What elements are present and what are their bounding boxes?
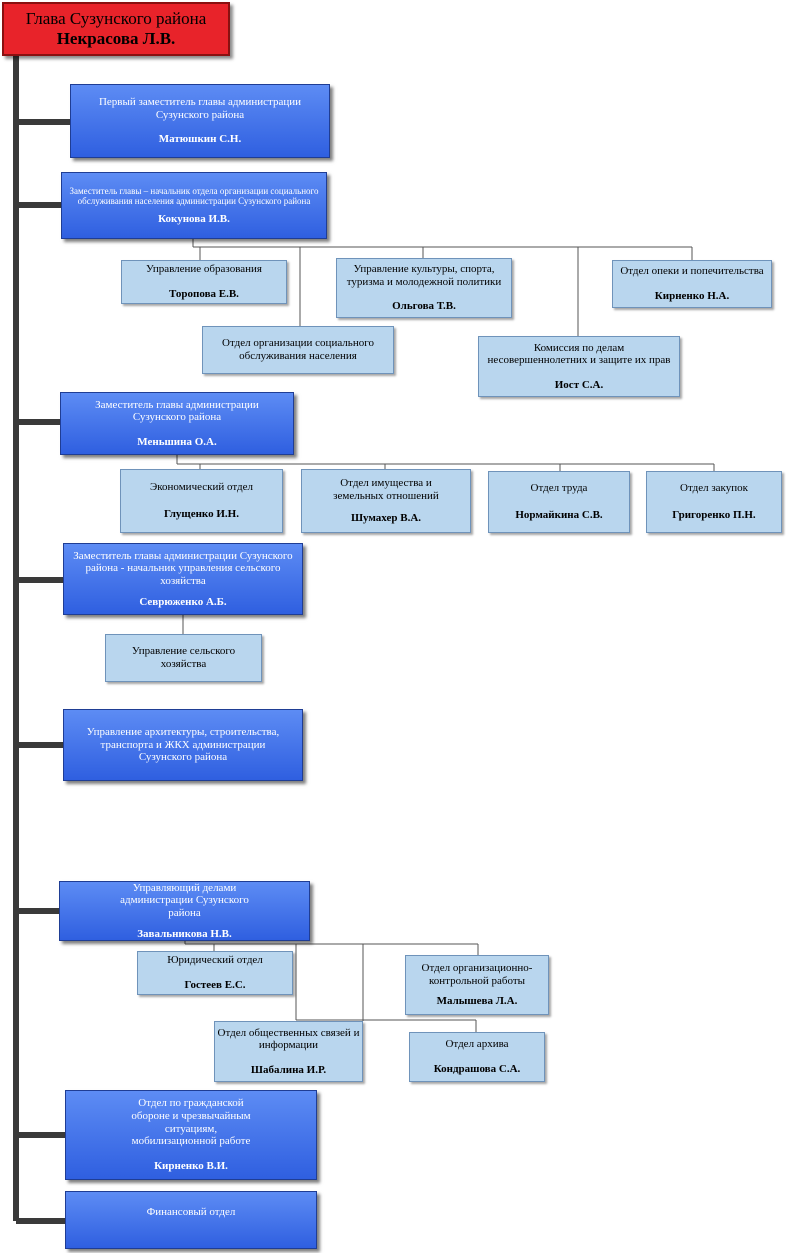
minors-commission-box: Комиссия по делам несовершеннолетних и з… [478, 336, 680, 397]
deputy2-title: Заместитель главы администрации Сузунско… [95, 398, 259, 424]
finance-box: Финансовый отдел [65, 1191, 317, 1249]
property-name: Шумахер В.А. [350, 512, 422, 525]
first-deputy-title: Первый заместитель главы администрации С… [98, 96, 302, 121]
pr-box: Отдел общественных связей и информации Ш… [214, 1021, 363, 1082]
property-title: Отдел имущества и земельных отношений [333, 477, 439, 502]
economic-name: Глущенко И.Н. [164, 508, 239, 520]
culture-name: Ольгова Т.В. [392, 300, 456, 313]
labor-title: Отдел труда [530, 482, 588, 495]
social-deputy-box: Заместитель главы – начальник отдела орг… [61, 172, 327, 239]
social-deputy-name: Кокунова И.В. [158, 212, 230, 225]
economic-box: Экономический отдел Глущенко И.Н. [120, 469, 283, 533]
legal-name: Гостеев Е.С. [184, 979, 246, 991]
civil-defense-name: Кирненко В.И. [154, 1159, 228, 1172]
labor-name: Нормайкина С.В. [515, 509, 603, 521]
procurement-title: Отдел закупок [680, 482, 748, 495]
minors-name: Иост С.А. [554, 378, 604, 391]
social-dept-title: Отдел организации социального обслуживан… [222, 337, 374, 362]
procurement-name: Григоренко П.Н. [672, 509, 756, 521]
education-title: Управление образования [146, 263, 262, 276]
social-dept-box: Отдел организации социального обслуживан… [202, 326, 394, 374]
agri-deputy-name: Севрюженко А.Б. [139, 595, 227, 608]
first-deputy-name: Матюшкин С.Н. [158, 133, 242, 146]
archive-name: Кондрашова С.А. [433, 1063, 521, 1075]
civil-defense-title: Отдел по гражданской обороне и чрезвычай… [131, 1097, 251, 1148]
head-name: Некрасова Л.В. [56, 29, 176, 48]
minors-title: Комиссия по делам несовершеннолетних и з… [487, 341, 671, 367]
pr-title: Отдел общественных связей и информации [217, 1026, 360, 1052]
architecture-box: Управление архитектуры, строительства, т… [63, 709, 303, 781]
property-box: Отдел имущества и земельных отношений Шу… [301, 469, 471, 533]
agri-deputy-title: Заместитель главы администрации Сузунско… [73, 549, 293, 587]
archive-box: Отдел архива Кондрашова С.А. [409, 1032, 545, 1082]
agri-dept-box: Управление сельского хозяйства [105, 634, 262, 682]
culture-box: Управление культуры, спорта, туризма и м… [336, 258, 512, 318]
legal-title: Юридический отдел [167, 954, 263, 967]
affairs-title: Управляющий делами администрации Сузунск… [120, 881, 249, 919]
affairs-box: Управляющий делами администрации Сузунск… [59, 881, 310, 941]
head-of-district-box: Глава Сузунского района Некрасова Л.В. [2, 2, 230, 56]
education-name: Торопова Е.В. [169, 288, 239, 300]
control-title: Отдел организационно-контрольной работы [421, 962, 533, 987]
deputy2-box: Заместитель главы администрации Сузунско… [60, 392, 294, 455]
head-title: Глава Сузунского района [25, 9, 207, 29]
legal-box: Юридический отдел Гостеев Е.С. [137, 951, 293, 995]
deputy2-name: Меньшина О.А. [137, 435, 217, 448]
economic-title: Экономический отдел [150, 481, 253, 494]
social-deputy-title: Заместитель главы – начальник отдела орг… [69, 185, 319, 207]
civil-defense-box: Отдел по гражданской обороне и чрезвычай… [65, 1090, 317, 1180]
first-deputy-box: Первый заместитель главы администрации С… [70, 84, 330, 158]
control-box: Отдел организационно-контрольной работы … [405, 955, 549, 1015]
guardianship-name: Кирненко Н.А. [654, 290, 730, 302]
procurement-box: Отдел закупок Григоренко П.Н. [646, 471, 782, 533]
affairs-name: Завальникова Н.В. [137, 927, 232, 940]
architecture-title: Управление архитектуры, строительства, т… [86, 726, 280, 764]
guardianship-title: Отдел опеки и попечительства [620, 265, 764, 278]
control-name: Малышева Л.А. [436, 995, 518, 1008]
agri-dept-title: Управление сельского хозяйства [131, 645, 236, 670]
labor-box: Отдел труда Нормайкина С.В. [488, 471, 630, 533]
finance-title: Финансовый отдел [146, 1206, 236, 1218]
education-box: Управление образования Торопова Е.В. [121, 260, 287, 304]
culture-title: Управление культуры, спорта, туризма и м… [346, 263, 502, 288]
pr-name: Шабалина И.Р. [250, 1063, 327, 1076]
archive-title: Отдел архива [445, 1038, 509, 1051]
agri-deputy-box: Заместитель главы администрации Сузунско… [63, 543, 303, 615]
guardianship-box: Отдел опеки и попечительства Кирненко Н.… [612, 260, 772, 308]
